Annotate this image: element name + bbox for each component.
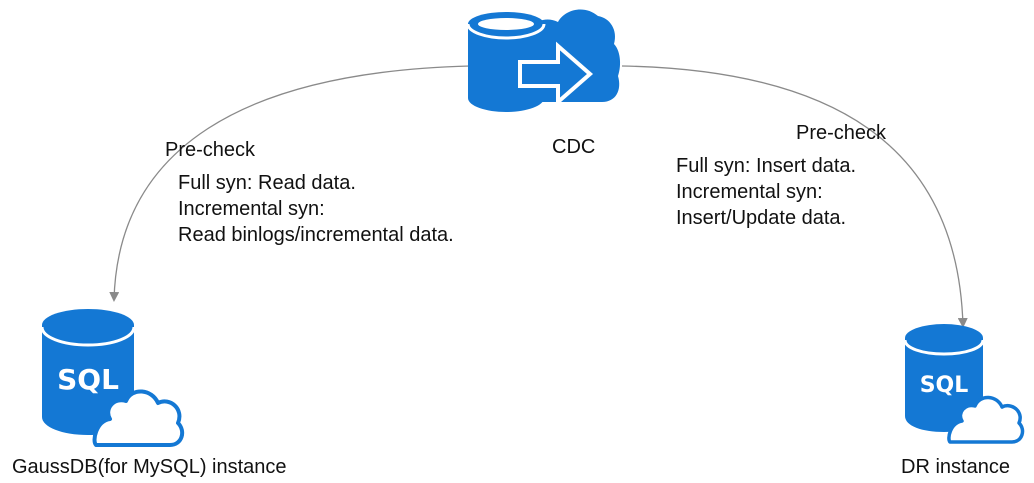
target-sql-text: SQL [920, 373, 969, 398]
right-edge-line: Incremental syn: [676, 181, 823, 203]
right-edge-line: Insert/Update data. [676, 207, 847, 229]
left-connector-arc [109, 65, 471, 302]
cdc-label: CDC [552, 136, 596, 158]
left-edge-line: Read binlogs/incremental data. [178, 224, 454, 246]
source-sql-text: SQL [57, 363, 119, 396]
left-edge-line: Incremental syn: [178, 198, 325, 220]
left-edge-line: Full syn: Read data. [178, 172, 356, 194]
right-edge-line: Full syn: Insert data. [676, 155, 857, 177]
source-sql-database-cloud-icon: SQL [40, 309, 185, 447]
right-edge-description: Full syn: Insert data. Incremental syn: … [676, 153, 856, 231]
source-instance-label: GaussDB(for MySQL) instance [12, 456, 287, 478]
right-connector-arc [621, 65, 968, 328]
left-precheck-label: Pre-check [165, 139, 256, 161]
target-sql-database-cloud-icon: SQL [903, 324, 1025, 444]
cloud-database-arrow-icon [466, 9, 621, 112]
right-precheck-label: Pre-check [796, 122, 887, 144]
target-instance-label: DR instance [901, 456, 1010, 478]
left-edge-description: Full syn: Read data. Incremental syn: Re… [178, 170, 454, 248]
